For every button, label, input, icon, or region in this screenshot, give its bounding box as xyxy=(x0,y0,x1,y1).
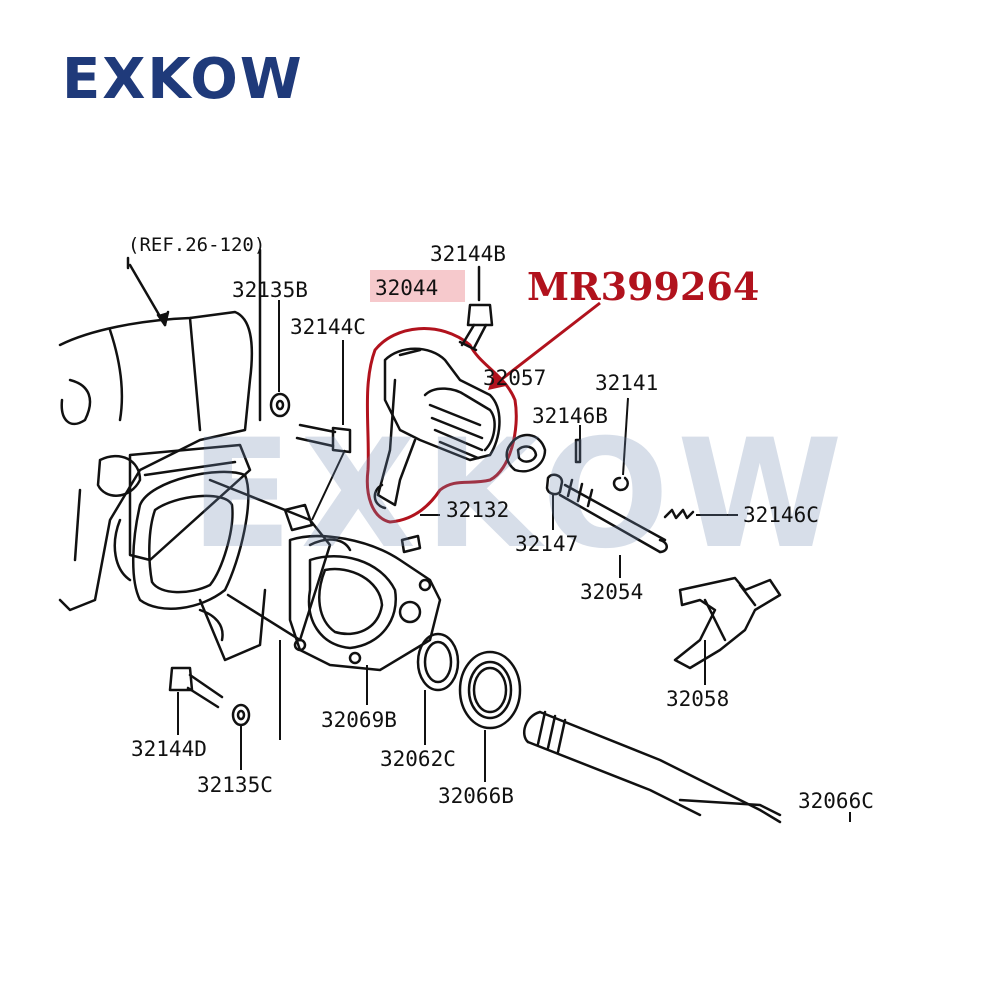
callout-arrow xyxy=(488,301,601,390)
label-32066B: 32066B xyxy=(438,784,514,808)
output-shaft-drawing xyxy=(523,710,782,824)
leader-lines xyxy=(177,300,851,822)
label-32054: 32054 xyxy=(580,580,644,604)
label-32044: 32044 xyxy=(375,276,439,300)
shift-fork-drawing xyxy=(673,576,782,670)
label-32135B: 32135B xyxy=(232,278,308,302)
part-label-highlight xyxy=(370,270,465,302)
label-32144B: 32144B xyxy=(430,242,506,266)
highlighted-part-number: MR399264 xyxy=(527,264,760,309)
label-32058: 32058 xyxy=(666,687,730,711)
brand-logo: EXKOW xyxy=(62,47,304,112)
label-32141: 32141 xyxy=(595,371,659,395)
label-32066C: 32066C xyxy=(798,789,874,813)
shift-lever-housing-drawing xyxy=(373,347,501,510)
label-32147: 32147 xyxy=(515,532,579,556)
label-32144D: 32144D xyxy=(131,737,207,761)
label-32062C: 32062C xyxy=(380,747,456,771)
label-32069B: 32069B xyxy=(321,708,397,732)
label-32146B: 32146B xyxy=(532,404,608,428)
extension-housing-drawing xyxy=(132,470,442,672)
label-32146C: 32146C xyxy=(743,503,819,527)
label-32132: 32132 xyxy=(446,498,510,522)
ref-label: (REF.26-120) xyxy=(128,234,266,256)
label-32144C: 32144C xyxy=(290,315,366,339)
transmission-case-drawing xyxy=(58,248,262,612)
label-32135C: 32135C xyxy=(197,773,273,797)
label-32057: 32057 xyxy=(483,366,547,390)
